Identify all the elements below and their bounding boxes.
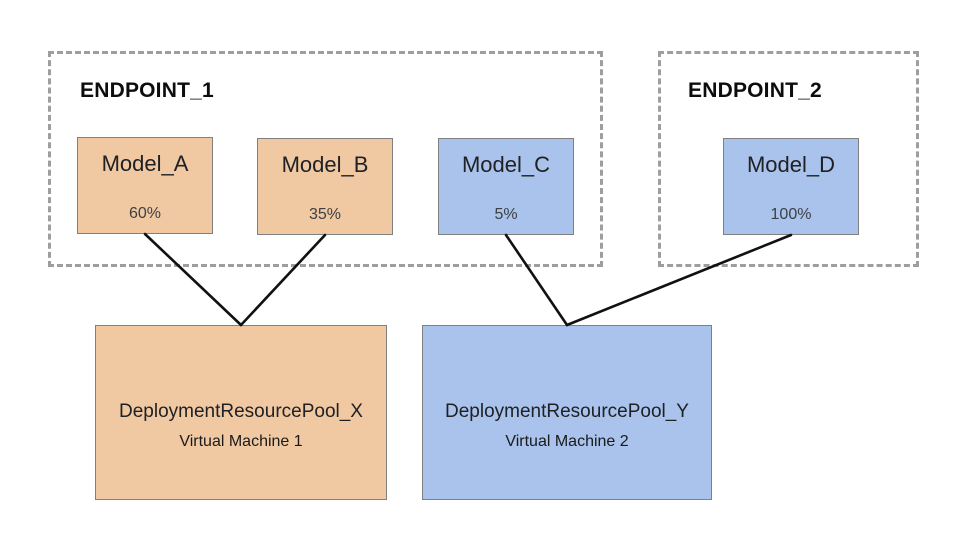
traffic-split-percent: 60% <box>128 205 162 222</box>
traffic-split-percent: 5% <box>494 206 518 223</box>
traffic-split-percent: 35% <box>308 206 342 223</box>
model-name: Model_C <box>461 152 551 177</box>
model-name: Model_B <box>281 152 369 177</box>
model-name: Model_D <box>746 152 836 177</box>
model-name: Model_A <box>101 151 189 176</box>
model-c-node: Model_C 5% <box>438 138 574 235</box>
deployment-resource-pool-y-node: DeploymentResourcePool_Y Virtual Machine… <box>422 325 712 500</box>
model-d-node: Model_D 100% <box>723 138 859 235</box>
endpoint-1-label: ENDPOINT_1 <box>80 79 214 102</box>
model-a-node: Model_A 60% <box>77 137 213 234</box>
traffic-split-percent: 100% <box>770 206 812 223</box>
deployment-resource-pool-x-node: DeploymentResourcePool_X Virtual Machine… <box>95 325 387 500</box>
endpoint-2-label: ENDPOINT_2 <box>688 79 822 102</box>
pool-name: DeploymentResourcePool_Y <box>445 401 689 422</box>
virtual-machine-label: Virtual Machine 1 <box>179 433 303 450</box>
virtual-machine-label: Virtual Machine 2 <box>505 433 629 450</box>
model-b-node: Model_B 35% <box>257 138 393 235</box>
pool-name: DeploymentResourcePool_X <box>119 401 363 422</box>
